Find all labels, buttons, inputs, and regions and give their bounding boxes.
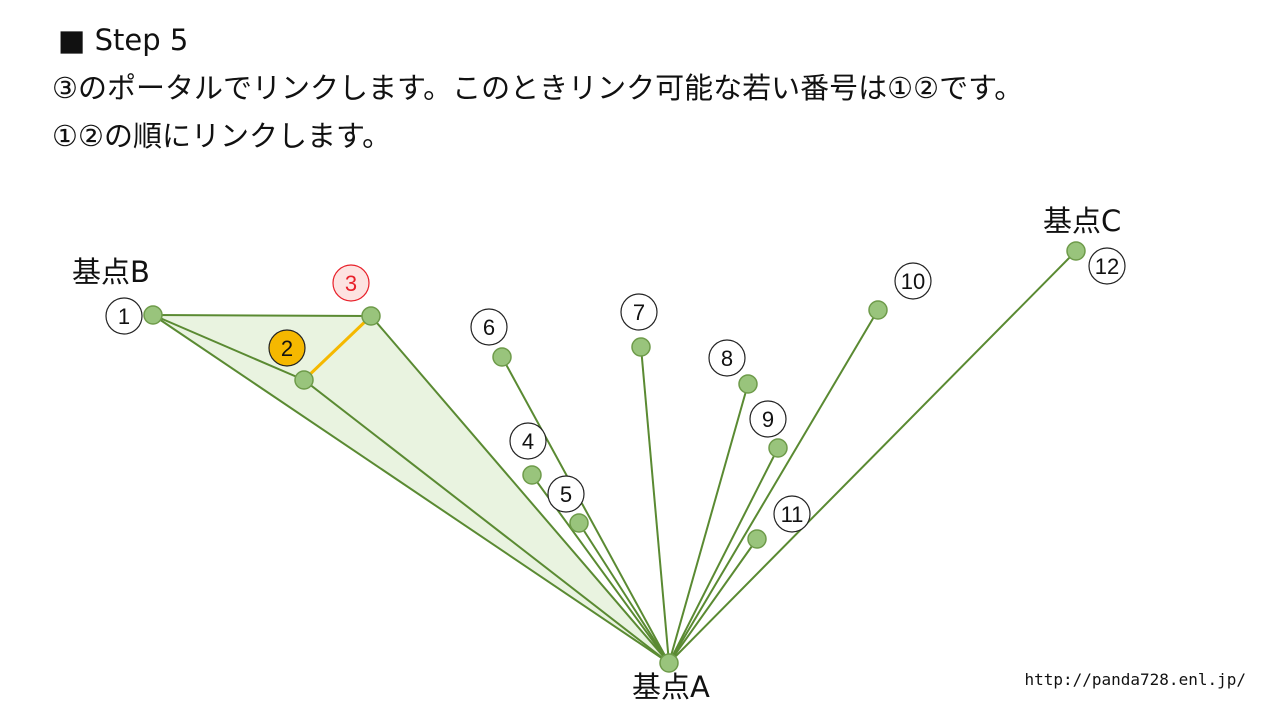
portal-node-6 xyxy=(492,347,512,367)
anchor-label-c: 基点C xyxy=(1043,204,1121,238)
link-b-2 xyxy=(152,314,305,381)
anchor-label-a: 基点A xyxy=(632,670,710,704)
portal-node-4 xyxy=(522,465,542,485)
portal-number-badge-5: 5 xyxy=(547,475,585,513)
portal-node-anchor-c xyxy=(1066,241,1086,261)
anchor-label-b: 基点B xyxy=(72,255,150,289)
instruction-line-1: ③のポータルでリンクします。このときリンク可能な若い番号は①②です。 xyxy=(52,71,1024,105)
portal-node-8 xyxy=(738,374,758,394)
portal-number-badge-3: 3 xyxy=(332,264,370,302)
badge-number-4: 4 xyxy=(522,429,534,454)
badge-circle-11 xyxy=(773,495,811,533)
portal-node-anchor-a xyxy=(659,653,679,673)
badge-number-6: 6 xyxy=(483,315,495,340)
badge-circle-10 xyxy=(894,262,932,300)
badge-number-8: 8 xyxy=(721,346,733,371)
portal-number-badge-10: 10 xyxy=(894,262,932,300)
badge-number-9: 9 xyxy=(762,407,774,432)
badge-number-10: 10 xyxy=(901,269,925,294)
portal-node-anchor-b xyxy=(143,305,163,325)
link-a-c xyxy=(668,250,1077,664)
portal-node-7 xyxy=(631,337,651,357)
portal-number-badge-9: 9 xyxy=(749,400,787,438)
badge-circle-1 xyxy=(105,297,143,335)
link-a-b xyxy=(152,314,670,664)
portal-node-2 xyxy=(294,370,314,390)
portal-number-badge-4: 4 xyxy=(509,422,547,460)
portal-node-3 xyxy=(361,306,381,326)
badge-circle-2 xyxy=(268,329,306,367)
badge-number-11: 11 xyxy=(781,502,804,527)
badge-number-3: 3 xyxy=(345,271,357,296)
portal-number-badge-7: 7 xyxy=(620,293,658,331)
badge-number-1: 1 xyxy=(118,304,130,329)
badge-number-2: 2 xyxy=(281,336,293,361)
link-a-6 xyxy=(501,356,670,664)
link-a-5 xyxy=(578,522,670,664)
portal-node-9 xyxy=(768,438,788,458)
badge-circle-5 xyxy=(547,475,585,513)
portal-number-badge-12: 12 xyxy=(1088,247,1126,285)
instruction-line-2: ①②の順にリンクします。 xyxy=(52,119,392,153)
badge-circle-12 xyxy=(1088,247,1126,285)
link-a-7 xyxy=(640,346,670,664)
badge-circle-4 xyxy=(509,422,547,460)
portal-node-5 xyxy=(569,513,589,533)
badge-circle-8 xyxy=(708,339,746,377)
portal-node-10 xyxy=(868,300,888,320)
portal-number-badge-6: 6 xyxy=(470,308,508,346)
portal-number-badge-2: 2 xyxy=(268,329,306,367)
site-url: http://panda728.enl.jp/ xyxy=(1024,670,1246,689)
badge-number-5: 5 xyxy=(560,482,572,507)
badge-circle-9 xyxy=(749,400,787,438)
badge-circle-7 xyxy=(620,293,658,331)
link-a-9 xyxy=(668,447,779,664)
new-link-3-to-2 xyxy=(302,314,373,382)
link-a-3 xyxy=(370,315,670,664)
portal-number-badge-8: 8 xyxy=(708,339,746,377)
link-a-2 xyxy=(303,379,670,664)
badge-number-12: 12 xyxy=(1095,254,1119,279)
link-a-11 xyxy=(668,538,758,664)
link-a-10 xyxy=(668,309,879,664)
badge-circle-3 xyxy=(332,264,370,302)
badge-number-7: 7 xyxy=(633,300,645,325)
badge-circle-6 xyxy=(470,308,508,346)
portal-node-11 xyxy=(747,529,767,549)
link-a-8 xyxy=(668,383,749,664)
portal-number-badge-1: 1 xyxy=(105,297,143,335)
step-heading: ■ Step 5 xyxy=(58,23,189,57)
link-b-3 xyxy=(152,314,372,317)
portal-number-badge-11: 11 xyxy=(773,495,811,533)
